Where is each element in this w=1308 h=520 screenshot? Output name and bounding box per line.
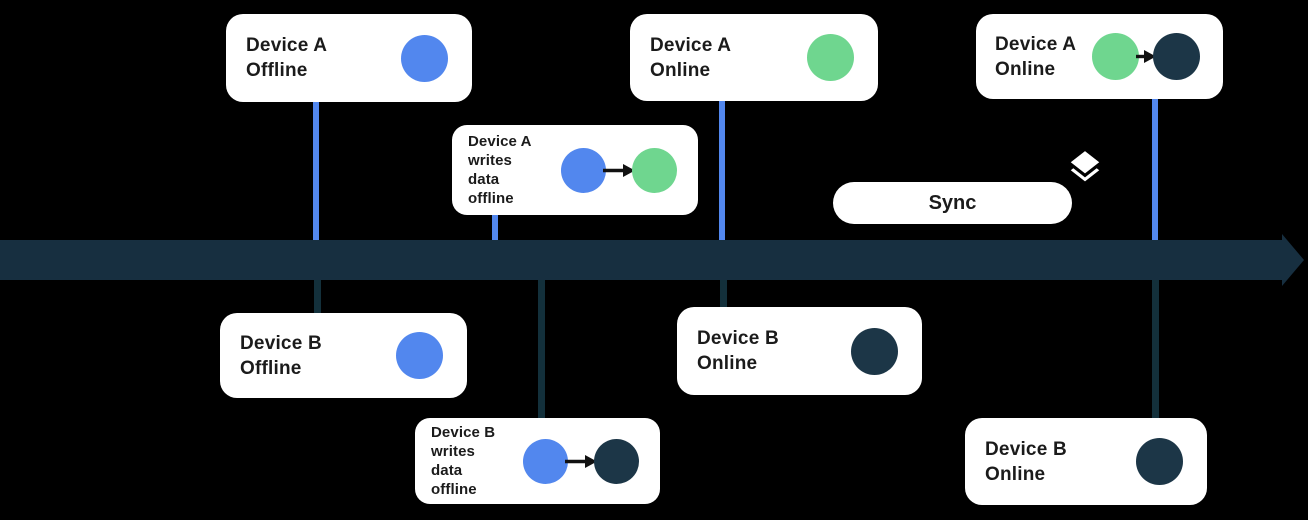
layers-icon: [1070, 151, 1100, 182]
state-dot-blue: [401, 34, 448, 82]
card-label: Device B writes data offline: [431, 424, 496, 498]
state-dot-blue: [523, 438, 568, 484]
sync-label-pill: Sync: [833, 182, 1072, 224]
connector-device-b-online-mid: [720, 278, 727, 308]
state-dot-navy: [594, 438, 639, 484]
connector-device-a-writes: [492, 214, 498, 241]
state-dot-blue: [396, 332, 443, 379]
card-device-b-online-mid: Device B Online: [677, 307, 922, 395]
state-dots: [561, 147, 677, 193]
timeline-arrowhead-icon: [1282, 234, 1304, 286]
connector-device-b-online-right: [1152, 278, 1159, 419]
arrow-right-icon: [1136, 50, 1156, 63]
card-device-b-online-right: Device B Online: [965, 418, 1207, 505]
state-dots: [1136, 438, 1183, 485]
connector-device-b-writes: [538, 278, 545, 419]
card-label: Device A Online: [650, 34, 732, 81]
state-dots: [851, 327, 898, 375]
arrow-right-icon: [603, 163, 635, 177]
state-dot-navy: [1136, 438, 1183, 485]
connector-device-a-offline: [313, 102, 319, 240]
card-label: Device A writes data offline: [468, 133, 532, 207]
state-dots: [523, 438, 639, 484]
arrow-right-icon: [565, 454, 597, 468]
state-dot-green: [632, 147, 677, 193]
connector-device-b-offline: [314, 278, 321, 314]
state-dot-blue: [561, 147, 606, 193]
state-dots: [396, 332, 443, 379]
sync-label: Sync: [928, 191, 977, 214]
card-label: Device B Online: [985, 438, 1067, 485]
card-device-b-writes-data-offline: Device B writes data offline: [415, 418, 660, 504]
card-label: Device A Online: [995, 33, 1077, 80]
card-device-a-writes-data-offline: Device A writes data offline: [452, 125, 698, 215]
state-dots: [401, 34, 448, 82]
state-dot-green: [807, 34, 854, 81]
connector-device-a-online-mid: [719, 101, 725, 241]
card-device-b-offline: Device B Offline: [220, 313, 467, 398]
card-device-a-online-right: Device A Online: [976, 14, 1223, 99]
state-dots: [1092, 33, 1200, 80]
card-device-a-online-mid: Device A Online: [630, 14, 878, 101]
card-label: Device A Offline: [246, 35, 328, 81]
card-label: Device B Online: [697, 328, 779, 374]
card-device-a-offline: Device A Offline: [226, 14, 472, 102]
card-label: Device B Offline: [240, 332, 322, 379]
state-dots: [807, 34, 854, 81]
state-dot-navy: [1153, 33, 1200, 80]
connector-device-a-online-right: [1152, 99, 1158, 241]
state-dot-green: [1092, 33, 1139, 80]
timeline-bar: [0, 240, 1282, 280]
state-dot-navy: [851, 327, 898, 375]
